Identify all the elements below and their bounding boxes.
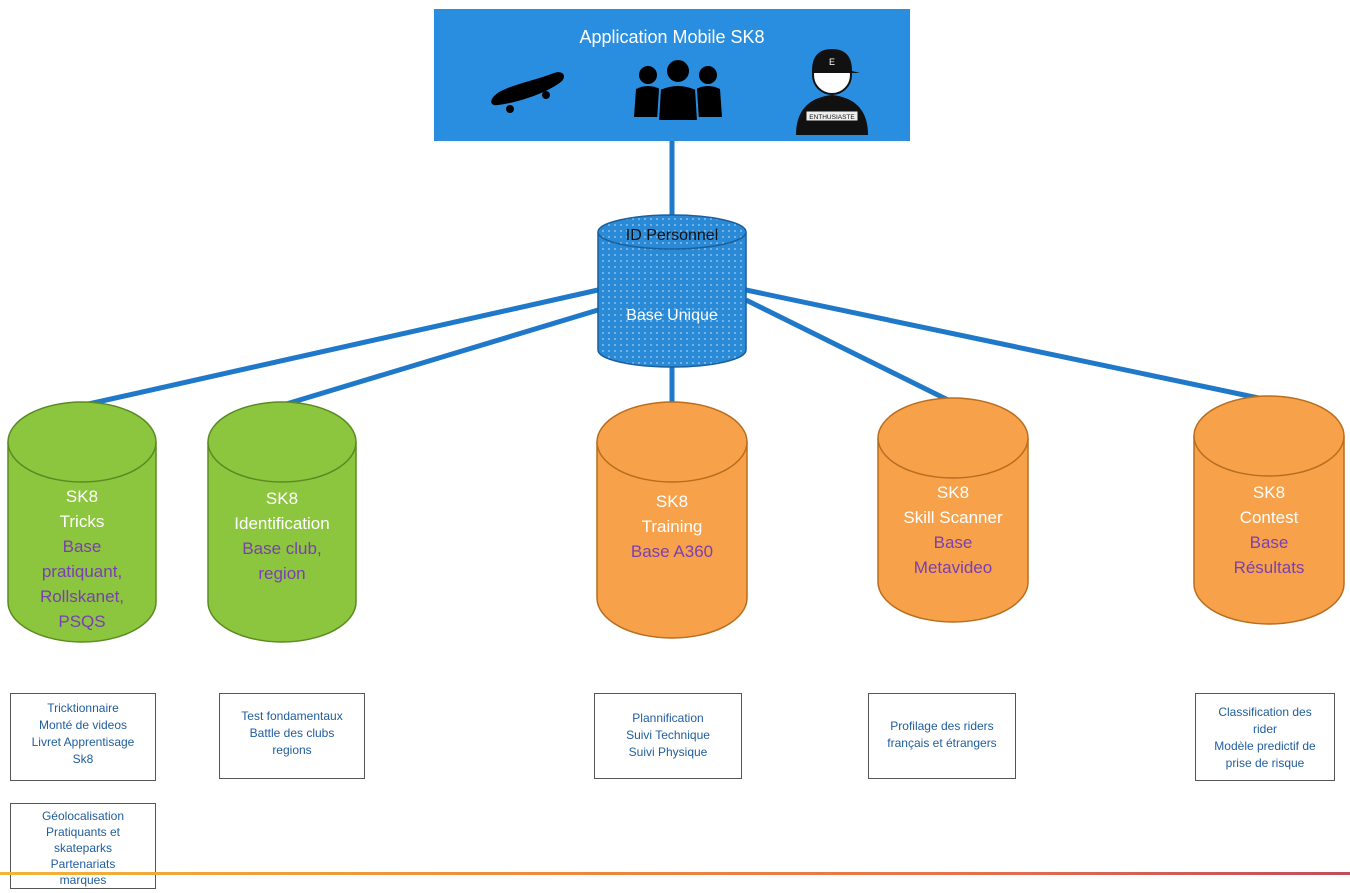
- info-line: Suivi Physique: [628, 745, 708, 759]
- db-name: Contest: [1239, 508, 1299, 527]
- sk8-training-database: [596, 401, 748, 639]
- footer-divider: [0, 872, 1350, 875]
- db-label-contest: SK8 Contest Base Résultats: [1194, 480, 1344, 580]
- db-name: Identification: [234, 514, 330, 533]
- info-line: français et étrangers: [887, 736, 997, 750]
- info-line: marques: [59, 873, 107, 887]
- db-title: SK8: [936, 483, 970, 502]
- app-header-box: Application Mobile SK8 E ENTHUSIASTE: [434, 9, 910, 141]
- info-line: Suivi Technique: [626, 728, 710, 742]
- connector-hub-skill-scanner: [744, 297, 954, 405]
- info-line: Modèle predictif de: [1214, 739, 1316, 753]
- info-box-tricks: Tricktionnaire Monté de videos Livret Ap…: [10, 693, 156, 781]
- info-line: regions: [272, 743, 312, 757]
- sk8-skill-scanner-database: [877, 397, 1029, 623]
- svg-text:E: E: [829, 57, 835, 67]
- db-base: Base club, region: [242, 539, 322, 583]
- info-line: Sk8: [72, 752, 94, 766]
- connector-hub-identification: [282, 307, 599, 408]
- db-label-tricks: SK8 Tricks Base pratiquant, Rollskanet, …: [8, 484, 156, 634]
- db-title: SK8: [655, 492, 689, 511]
- info-line: Monté de videos: [38, 718, 128, 732]
- info-line: Profilage des riders: [890, 719, 994, 733]
- sk8-tricks-database: [7, 401, 157, 643]
- hub-title: ID Personnel: [625, 227, 719, 244]
- db-base: Base Résultats: [1233, 533, 1305, 577]
- info-line: skateparks: [53, 841, 113, 855]
- db-name: Training: [641, 517, 703, 536]
- app-title: Application Mobile SK8: [579, 27, 765, 47]
- rider-avatar-icon: E ENTHUSIASTE: [796, 49, 868, 135]
- db-label-skill-scanner: SK8 Skill Scanner Base Metavideo: [878, 480, 1028, 580]
- id-personnel-database: [597, 214, 747, 368]
- info-box-geolocation: Géolocalisation Pratiquants et skatepark…: [10, 803, 156, 889]
- info-box-skill-scanner: Profilage des riders français et étrange…: [868, 693, 1016, 779]
- db-base: Base pratiquant, Rollskanet, PSQS: [39, 537, 125, 631]
- db-base: Base A360: [630, 542, 714, 561]
- info-box-training: Plannification Suivi Technique Suivi Phy…: [594, 693, 742, 779]
- svg-text:ENTHUSIASTE: ENTHUSIASTE: [809, 114, 855, 121]
- info-line: Géolocalisation: [41, 809, 125, 823]
- info-line: Pratiquants et: [45, 825, 121, 839]
- connector-hub-tricks: [83, 287, 599, 408]
- sk8-identification-database: [207, 401, 357, 643]
- db-name: Skill Scanner: [903, 508, 1003, 527]
- info-box-identification: Test fondamentaux Battle des clubs regio…: [219, 693, 365, 779]
- group-icon: [634, 58, 722, 121]
- db-base: Base Metavideo: [913, 533, 993, 577]
- info-line: prise de risque: [1225, 756, 1305, 770]
- info-line: rider: [1252, 722, 1277, 736]
- db-title: SK8: [1252, 483, 1286, 502]
- sk8-contest-database: [1193, 395, 1345, 625]
- db-label-training: SK8 Training Base A360: [597, 489, 747, 564]
- hub-subtitle: Base Unique: [626, 307, 718, 324]
- skateboard-icon: [491, 72, 565, 113]
- db-name: Tricks: [59, 512, 105, 531]
- info-line: Plannification: [632, 711, 704, 725]
- info-line: Battle des clubs: [249, 726, 335, 740]
- info-box-contest: Classification des rider Modèle predicti…: [1195, 693, 1335, 781]
- connector-hub-contest: [745, 287, 1269, 403]
- info-line: Test fondamentaux: [241, 709, 343, 723]
- info-line: Livret Apprentisage: [31, 735, 135, 749]
- db-title: SK8: [265, 489, 299, 508]
- info-line: Tricktionnaire: [47, 701, 119, 715]
- db-title: SK8: [65, 487, 99, 506]
- info-line: Classification des: [1218, 705, 1312, 719]
- db-label-identification: SK8 Identification Base club, region: [208, 486, 356, 586]
- info-line: Partenariats: [50, 857, 116, 871]
